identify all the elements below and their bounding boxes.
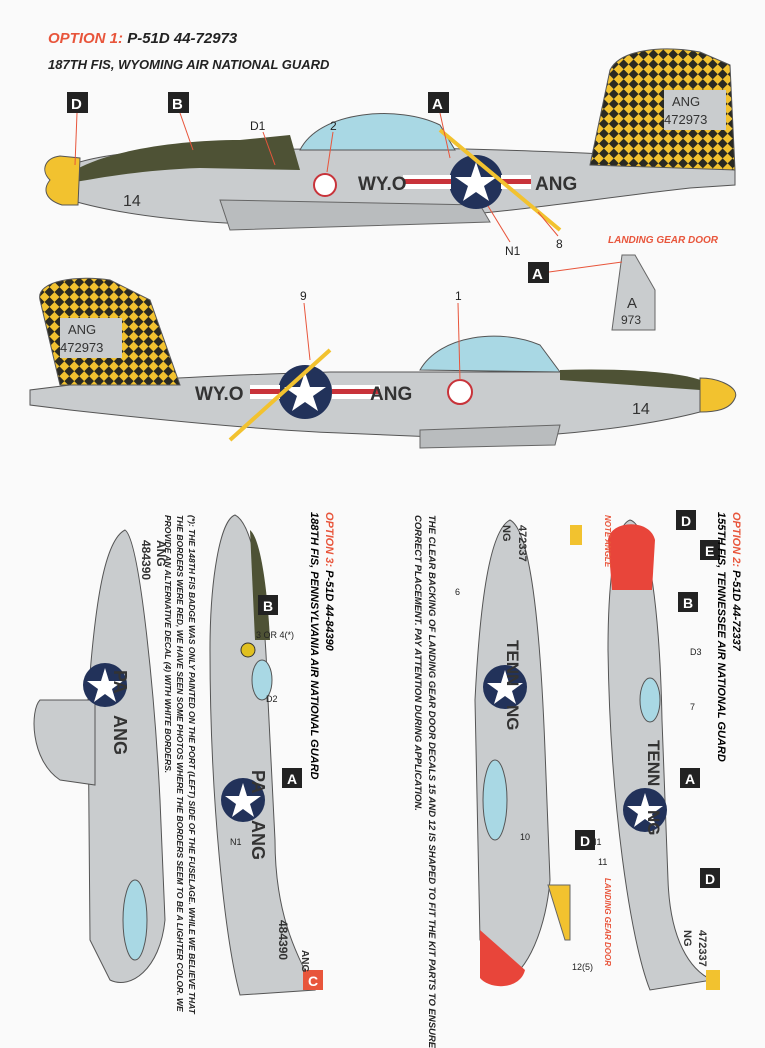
callout-6: 6 [455,587,460,597]
callout-8: 8 [556,237,563,251]
svg-text:B: B [263,598,273,614]
callout-a-opt2: A [680,768,700,788]
callout-b-top: B [168,92,194,151]
svg-text:D: D [71,96,82,113]
nose-number-left: 14 [632,401,650,418]
callout-12-5: 12(5) [572,962,593,972]
gear-door-title-1: LANDING GEAR DOOR [608,235,719,246]
pa-tail-serial-right: 484390 [276,920,290,961]
p51-right-profile: WY.O ANG 14 ANG 472973 [44,48,736,232]
callout-d1: D1 [250,119,266,133]
pa-plane-right [209,514,316,996]
callout-d2: D2 [266,694,278,704]
svg-text:A: A [685,771,695,787]
wyo-code-left: WY.O [195,384,244,405]
svg-text:B: B [683,595,693,611]
tenn-code-left: TENN [503,640,522,687]
tenn-plane-left [474,519,582,987]
svg-text:A: A [532,266,543,283]
ang-left: ANG [370,384,412,405]
callout-2: 2 [330,119,337,133]
option2-unit: 155TH FIS, TENNESSEE AIR NATIONAL GUARD [715,512,727,762]
callout-10: 10 [520,832,530,842]
callout-b-opt3: B [258,595,278,615]
tenn-plane-right [607,519,720,991]
callout-n1-top: N1 [505,244,521,258]
callout-a-gear: A [528,261,623,283]
clear-backing-note: THE CLEAR BACKING OF LANDING GEAR DOOR D… [412,515,437,1048]
callout-a-top: A [428,92,451,159]
pa-ang-left: ANG [110,715,130,755]
ang-right: ANG [535,174,577,195]
nose-number-right: 14 [123,193,141,210]
tenn-tail-serial-left: 472337 [516,525,528,562]
p51-left-profile: WY.O ANG 14 ANG 472973 [29,277,737,449]
option2-title: OPTION 2: P-51D 44-72337 [730,512,742,651]
svg-text:D: D [580,833,590,849]
callout-9: 9 [300,289,307,303]
option1-unit: 187TH FIS, WYOMING AIR NATIONAL GUARD [48,57,330,72]
callout-3or4: 3 OR 4(*) [256,630,294,640]
option3-unit: 188TH FIS, PENNSYLVANIA AIR NATIONAL GUA… [308,512,320,780]
svg-text:B: B [172,96,183,113]
option3-title: OPTION 3: P-51D 44-84390 [323,512,335,651]
gear-door-title-2: LANDING GEAR DOOR [603,878,612,966]
wyo-code-right: WY.O [358,174,407,195]
tail-serial-left: 472973 [60,340,103,355]
tail-ang-left: ANG [68,322,96,337]
callout-d3: D3 [690,647,702,657]
bottom-profiles: B 3 OR 4(*) D2 A N1 C [33,510,720,996]
decal-instruction-sheet: OPTION 1: P-51D 44-72973 187TH FIS, WYOM… [29,30,742,1048]
gear-door-number: 973 [621,313,641,327]
svg-text:C: C [308,973,318,989]
callout-7: 7 [690,702,695,712]
pa-ang-right: ANG [248,820,268,860]
option1-title: OPTION 1: P-51D 44-72973 [48,30,238,47]
option3-footnote: (*): THE 148TH FIS BADGE WAS ONLY PAINTE… [163,515,197,1014]
tenn-tail-ng-left: NG [500,525,512,542]
pa-code-right: PA [248,770,268,794]
tail-serial-right: 472973 [664,112,707,127]
callout-c-opt3: C [303,970,323,990]
callout-b-opt2: B [678,592,698,612]
callout-e-opt2: E [700,540,720,560]
pa-tail-serial-left: 484390 [139,540,153,581]
pa-tail-ang-right: ANG [299,950,310,973]
callout-1: 1 [455,289,462,303]
callout-n1-opt3: N1 [230,837,242,847]
callout-d-opt2: D [676,510,696,530]
svg-text:E: E [705,543,714,559]
svg-text:D: D [705,871,715,887]
callout-d-top: D [67,92,88,166]
ng-code-left: NG [503,705,522,731]
tenn-code-right: TENN [644,740,663,787]
option1-profiles: WY.O ANG 14 ANG 472973 D B D1 2 A N1 [29,48,737,449]
pa-plane-left [33,529,166,983]
callout-11: 11 [598,857,607,867]
callout-d-mid-opt2: D [575,830,595,850]
svg-text:D: D [681,513,691,529]
ng-code-right: NG [644,810,663,836]
callout-d-bottom-opt2: D [700,868,720,888]
callout-a-opt3: A [282,768,302,788]
svg-text:A: A [287,771,297,787]
tenn-tail-serial-right: 472337 [696,930,708,967]
note-angle: NOTE ANGLE [603,515,612,568]
callout-n1-opt2: N1 [590,837,602,847]
tenn-tail-ng-right: NG [681,930,693,947]
gear-door-letter: A [627,295,637,312]
pa-code-left: PA [110,670,130,694]
tail-ang-right: ANG [672,94,700,109]
svg-text:A: A [432,96,443,113]
